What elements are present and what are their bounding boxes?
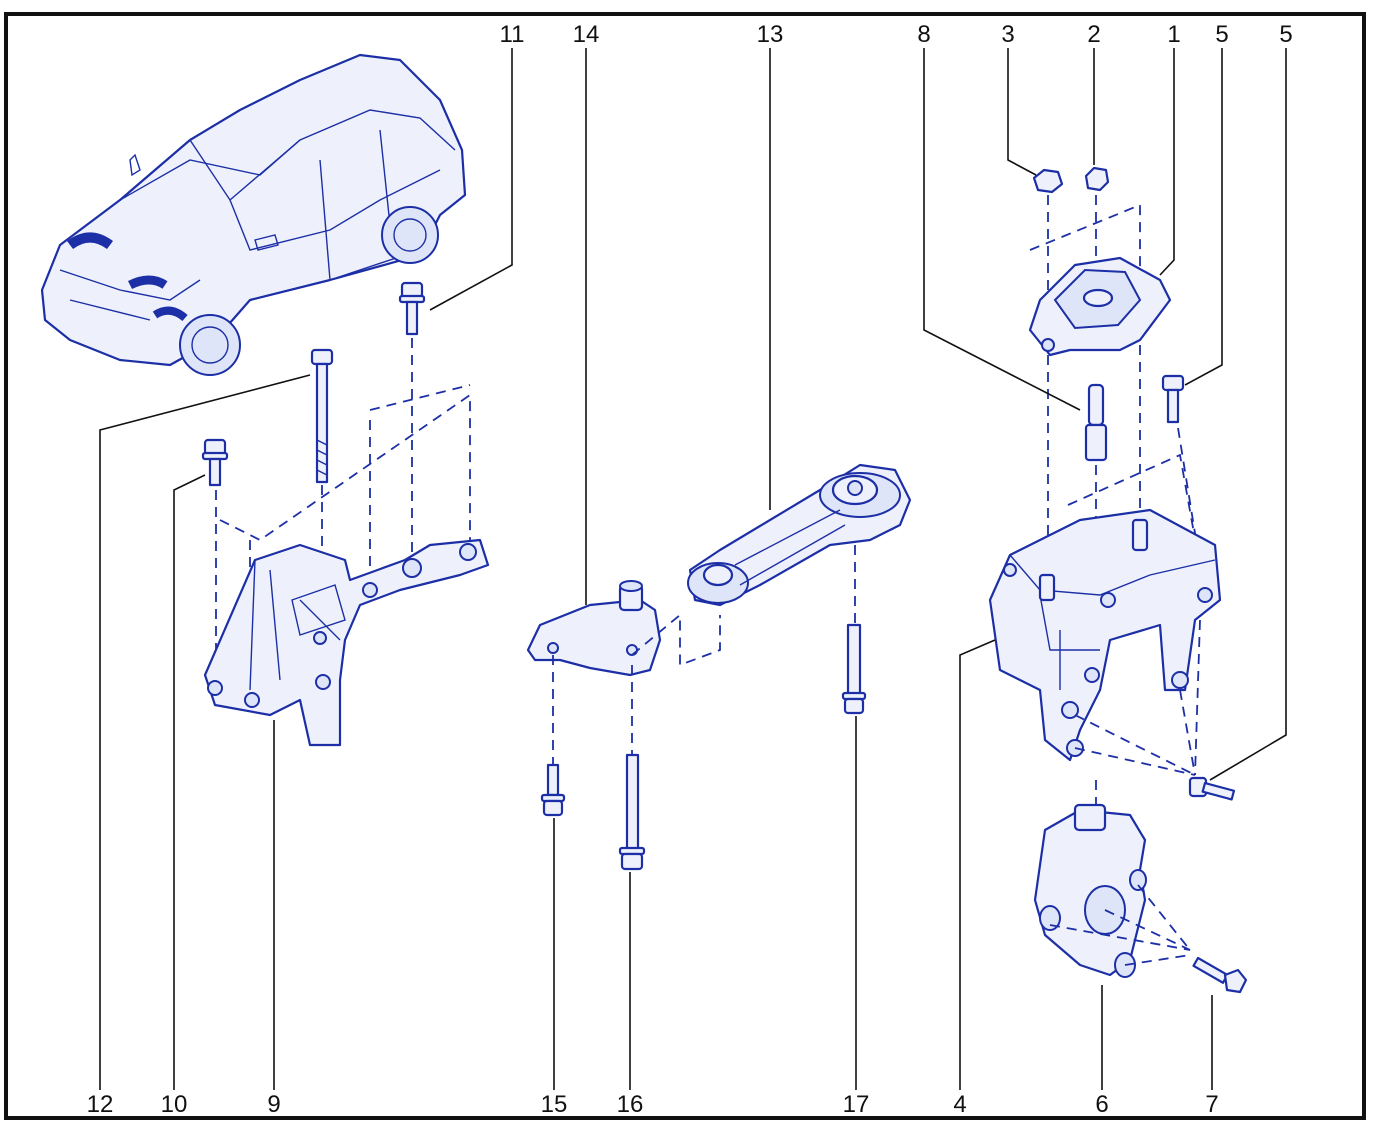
callout-8: 8 <box>917 21 930 48</box>
bolt-16 <box>618 753 646 871</box>
callout-14: 14 <box>573 21 600 48</box>
callout-5-right: 5 <box>1279 21 1292 48</box>
bolt-12 <box>310 348 334 484</box>
stud-8 <box>1084 383 1108 462</box>
bolt-5-upper <box>1161 374 1185 424</box>
callout-4: 4 <box>953 1091 966 1118</box>
callout-15: 15 <box>541 1091 568 1118</box>
bolt-10 <box>201 438 229 487</box>
leader-lines <box>99 48 1287 1090</box>
callout-2: 2 <box>1087 21 1100 48</box>
right-mount-assembly <box>988 166 1248 994</box>
callout-11: 11 <box>500 21 525 48</box>
bolt-17 <box>841 623 867 715</box>
nut-3 <box>1032 168 1064 194</box>
callout-10: 10 <box>161 1091 188 1118</box>
callout-17: 17 <box>843 1091 870 1118</box>
torque-rod-assembly <box>526 463 912 871</box>
callout-6: 6 <box>1095 1091 1108 1118</box>
bolt-7 <box>1192 956 1248 994</box>
nut-2 <box>1084 166 1110 192</box>
bolt-11 <box>398 281 426 336</box>
vehicle-illustration <box>40 53 467 376</box>
bolt-15 <box>540 763 566 817</box>
callout-labels: 11 14 13 8 3 2 1 5 5 12 10 9 15 16 17 4 … <box>87 21 1293 1118</box>
left-mount-assembly <box>201 281 490 747</box>
callout-5-upper: 5 <box>1215 21 1228 48</box>
callout-9: 9 <box>267 1091 280 1118</box>
callout-13: 13 <box>757 21 784 48</box>
callout-16: 16 <box>617 1091 644 1118</box>
callout-7: 7 <box>1205 1091 1218 1118</box>
bolt-5-lower <box>1188 776 1236 801</box>
callout-3: 3 <box>1001 21 1014 48</box>
callout-12: 12 <box>87 1091 114 1118</box>
callout-1: 1 <box>1167 21 1180 48</box>
